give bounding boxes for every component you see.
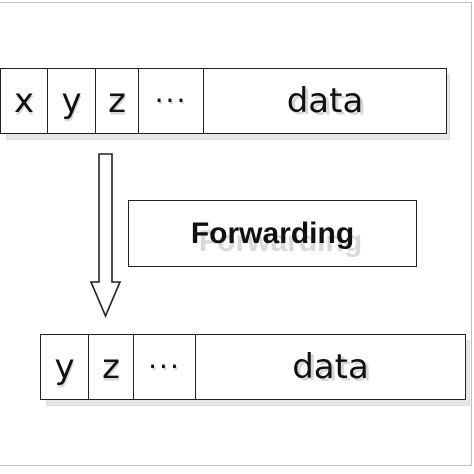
field-y: y y [41, 335, 89, 399]
field-ellipsis-label: ··· [148, 350, 181, 383]
field-z-label: z [102, 347, 120, 387]
field-y-shadow-text: y [55, 349, 76, 390]
field-x-label: x [13, 81, 35, 121]
figure-frame [0, 2, 472, 466]
field-y: y y [48, 69, 96, 133]
field-z-shadow-text: z [102, 349, 121, 390]
output-packet: y y z z ··· ··· data data [40, 334, 466, 400]
field-z: z z [89, 335, 134, 399]
field-data-label: data [292, 347, 369, 387]
forwarding-box: Forwarding Forwarding [128, 200, 417, 267]
field-ellipsis-label: ··· [154, 84, 188, 117]
field-x-shadow-text: x [14, 83, 35, 124]
field-data-shadow-text: data [289, 83, 367, 124]
input-packet: x x y y z z ··· ··· data data [0, 68, 447, 134]
field-y-label: y [54, 347, 75, 387]
field-data: data data [204, 69, 446, 133]
field-data-label: data [286, 81, 364, 121]
field-z: z z [96, 69, 139, 133]
forwarding-label-wrap: Forwarding Forwarding [190, 216, 362, 258]
forwarding-label-shadow: Forwarding [198, 224, 363, 258]
field-x: x x [1, 69, 48, 133]
arrow-shape [89, 153, 122, 319]
forwarding-label: Forwarding [190, 216, 355, 250]
field-data: data data [196, 335, 465, 399]
field-ellipsis-shadow-text: ··· [149, 352, 183, 386]
field-z-shadow-text: z [108, 83, 127, 124]
field-ellipsis-shadow-text: ··· [155, 86, 189, 120]
field-data-shadow-text: data [295, 349, 372, 390]
field-y-label: y [61, 81, 82, 121]
field-ellipsis: ··· ··· [139, 69, 204, 133]
down-arrow-icon [89, 153, 122, 319]
field-z-label: z [108, 81, 126, 121]
field-y-shadow-text: y [62, 83, 83, 124]
field-ellipsis: ··· ··· [134, 335, 196, 399]
